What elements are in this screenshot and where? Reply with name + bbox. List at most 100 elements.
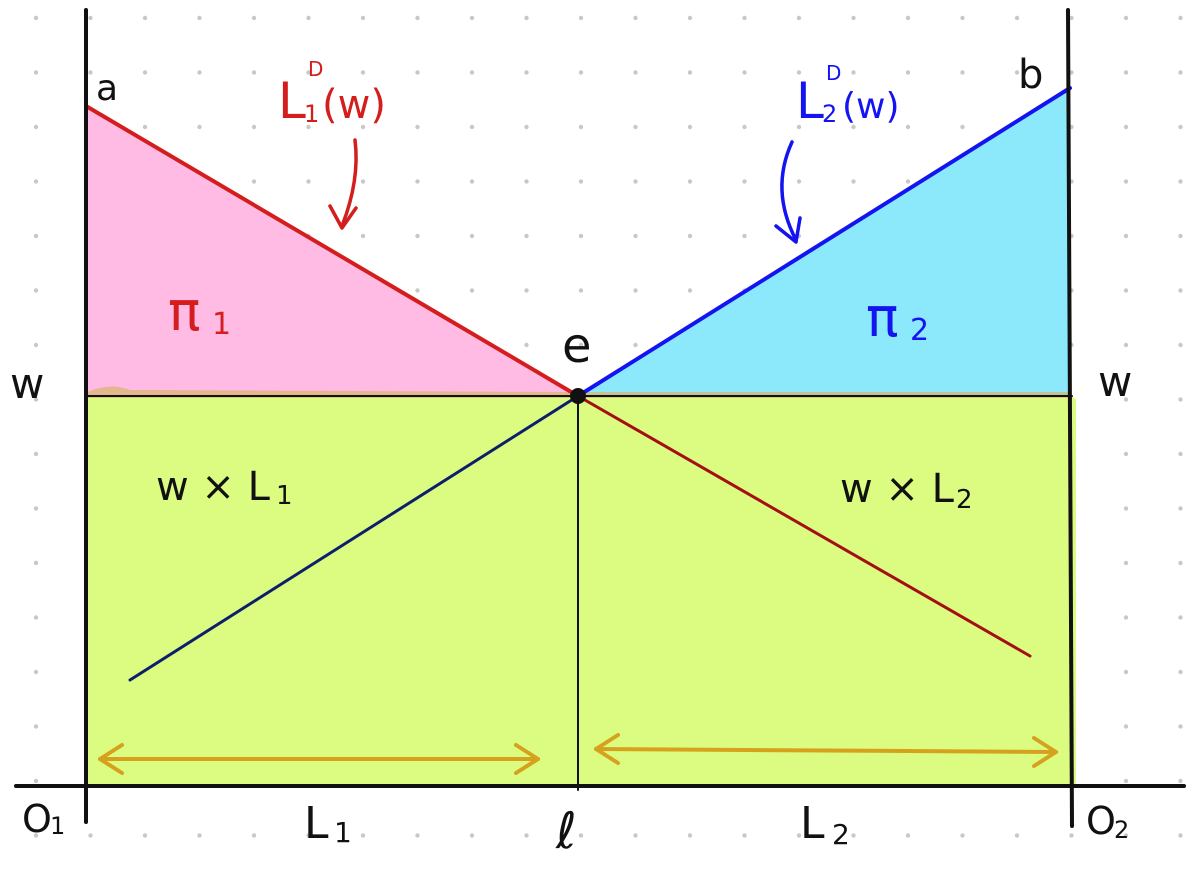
- svg-text:2: 2: [1114, 816, 1129, 844]
- origin-right-label: O 2: [1086, 799, 1129, 844]
- wage-bill-L2-label: w × L 2: [840, 466, 973, 515]
- L2-label-pointer-arrow: [774, 140, 802, 244]
- wage-label-left: w: [10, 359, 44, 408]
- svg-text:π: π: [168, 280, 201, 343]
- grid-dot: [88, 70, 93, 75]
- right-axis: [1066, 8, 1074, 828]
- grid-dot: [687, 70, 693, 75]
- svg-text:2: 2: [910, 313, 929, 348]
- L2-range-arrow: [594, 733, 1058, 768]
- grid-dot: [360, 179, 366, 184]
- grid-dot: [524, 342, 529, 348]
- grid-dot: [1123, 669, 1129, 675]
- svg-text:D: D: [308, 57, 323, 81]
- grid-dot: [1014, 70, 1020, 75]
- grid-dot: [1123, 397, 1129, 402]
- grid-dot: [33, 342, 39, 348]
- L2-axis-label: L 2: [800, 798, 850, 851]
- grid-dot: [796, 179, 802, 184]
- grid-dot: [33, 179, 39, 184]
- grid-dot: [415, 70, 420, 75]
- grid-dot: [578, 15, 584, 21]
- grid-dot: [1178, 833, 1183, 838]
- grid-dot: [142, 15, 148, 21]
- grid-dot: [851, 124, 856, 130]
- grid-dot: [1069, 70, 1074, 75]
- L1-demand-lower: [576, 394, 1032, 658]
- grid-dot: [524, 70, 529, 75]
- grid-dot: [33, 15, 39, 21]
- pi1-label: π 1: [168, 280, 231, 343]
- wage-label-right: w: [1098, 357, 1132, 406]
- grid-dot: [251, 15, 257, 21]
- grid-dot: [33, 233, 39, 239]
- grid-dot: [1123, 724, 1129, 729]
- grid-dot: [742, 233, 747, 239]
- grid-dot: [1178, 15, 1183, 21]
- grid-dot: [33, 70, 39, 75]
- grid-dot: [33, 669, 39, 675]
- grid-dot: [851, 833, 856, 838]
- grid-dot: [306, 15, 311, 21]
- grid-dot: [524, 124, 529, 130]
- grid-dot: [197, 70, 202, 75]
- grid-dot: [633, 124, 638, 130]
- grid-dot: [360, 70, 366, 75]
- L2-demand-label: L 2 D (w): [796, 61, 900, 130]
- grid-dot: [88, 15, 93, 21]
- grid-dot: [1123, 70, 1129, 75]
- grid-dot: [33, 397, 39, 402]
- svg-text:2: 2: [822, 100, 837, 128]
- grid-dot: [1178, 124, 1183, 130]
- grid-dot: [142, 70, 148, 75]
- grid-dot: [524, 15, 529, 21]
- point-b-label: b: [1018, 52, 1043, 98]
- svg-text:L: L: [800, 798, 825, 849]
- point-a-label: a: [96, 68, 118, 109]
- grid-dot: [251, 124, 257, 130]
- L1-label-pointer-arrow: [328, 138, 358, 230]
- grid-dot: [1123, 506, 1129, 511]
- grid-dot: [960, 70, 965, 75]
- grid-dot: [142, 124, 148, 130]
- grid-dot: [33, 833, 39, 838]
- svg-text:w × L: w × L: [840, 466, 955, 512]
- svg-text:1: 1: [304, 100, 319, 128]
- grid-dot: [796, 833, 802, 838]
- grid-dot: [469, 833, 475, 838]
- grid-dot: [905, 179, 911, 184]
- grid-dot: [33, 724, 39, 729]
- grid-dot: [1069, 833, 1074, 838]
- grid-dot: [960, 124, 965, 130]
- grid-dot: [33, 615, 39, 620]
- grid-dot: [633, 233, 638, 239]
- grid-dot: [905, 15, 911, 21]
- grid-dot: [469, 179, 475, 184]
- grid-dot: [88, 833, 93, 838]
- grid-dot: [524, 179, 529, 184]
- grid-dot: [1069, 15, 1074, 21]
- grid-dot: [1178, 288, 1183, 293]
- grid-dot: [524, 233, 529, 239]
- grid-dot: [851, 15, 856, 21]
- wage-bill-L1-label: w × L 1: [156, 464, 293, 511]
- L2-demand-upper: [576, 86, 1072, 398]
- grid-dot: [1178, 70, 1183, 75]
- grid-dot: [1178, 233, 1183, 239]
- grid-dot: [905, 833, 911, 838]
- grid-dot: [1123, 778, 1129, 784]
- grid-dot: [33, 506, 39, 511]
- grid-dot: [1014, 833, 1020, 838]
- grid-dot: [469, 288, 475, 293]
- grid-dot: [578, 233, 584, 239]
- grid-dot: [687, 15, 693, 21]
- grid-dot: [742, 124, 747, 130]
- grid-dot: [524, 833, 529, 838]
- grid-dot: [306, 833, 311, 838]
- grid-dot: [687, 124, 693, 130]
- grid-dot: [905, 124, 911, 130]
- L1-range-arrow: [98, 743, 540, 775]
- grid-dot: [1123, 288, 1129, 293]
- svg-text:1: 1: [334, 816, 352, 849]
